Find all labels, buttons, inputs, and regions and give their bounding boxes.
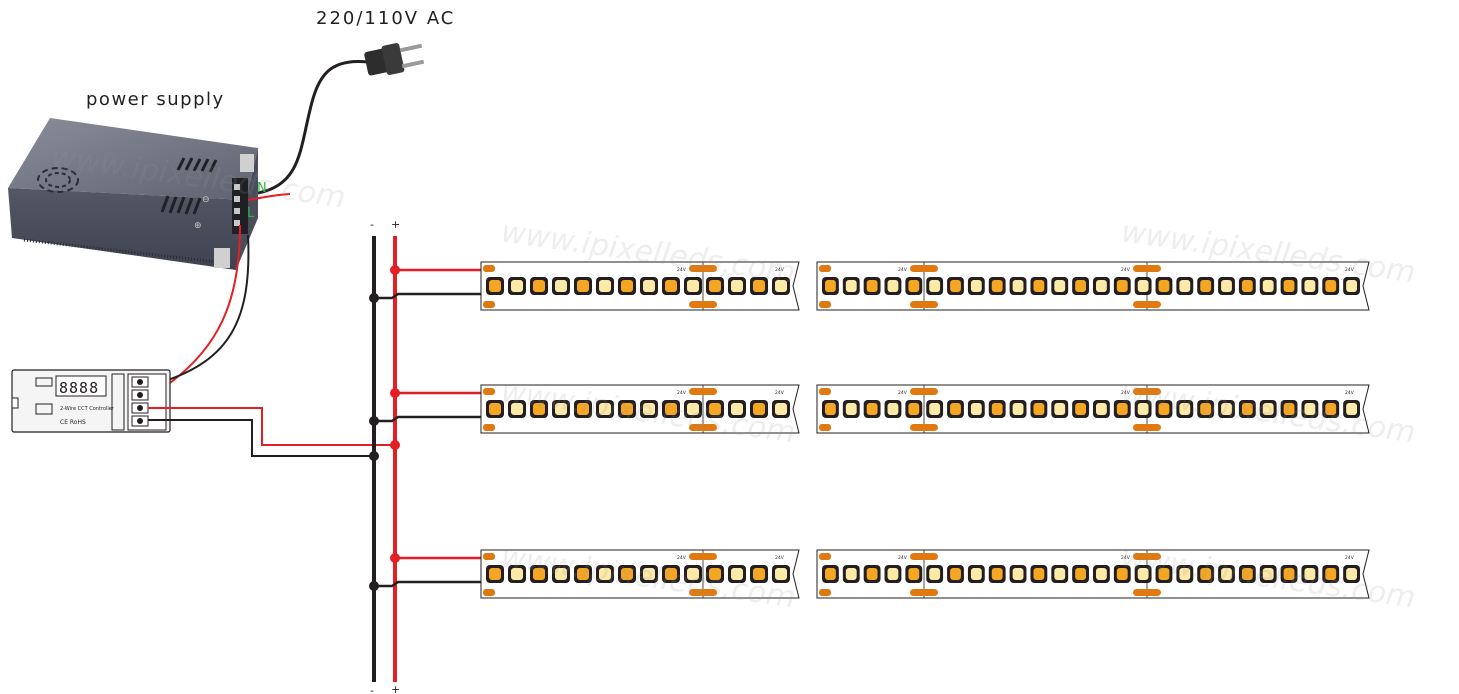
led-strip-segment: 24V 24V 24V — [816, 261, 1370, 311]
svg-text:⊕: ⊕ — [194, 221, 202, 231]
terminal-l-label: L — [247, 206, 255, 221]
strip-negative-feed — [374, 580, 481, 588]
controller-display: 8888 — [59, 379, 99, 397]
solder-pad — [910, 424, 938, 431]
led-strip-segment: 24V 24V — [480, 549, 800, 599]
led-strip-segment: 24V 24V — [480, 384, 800, 434]
bus-minus-bottom: - — [370, 684, 374, 694]
strip-voltage-label: 24V — [677, 267, 687, 273]
solder-pad — [819, 301, 831, 308]
solder-pad — [1133, 388, 1161, 395]
solder-pad — [483, 301, 495, 308]
strip-voltage-label: 24V — [1345, 390, 1355, 396]
strip-voltage-label: 24V — [1121, 267, 1131, 273]
solder-pad — [819, 388, 831, 395]
solder-pad — [1133, 589, 1161, 596]
bus-junction — [369, 293, 379, 303]
strip-voltage-label: 24V — [775, 390, 785, 396]
ac-plug — [257, 43, 425, 195]
solder-pad — [689, 265, 717, 272]
solder-pad — [1133, 553, 1161, 560]
controller-negative-output — [148, 419, 374, 457]
bus-junction — [390, 265, 400, 275]
solder-pad — [483, 388, 495, 395]
strip-negative-feed — [374, 292, 481, 300]
strip-voltage-label: 24V — [775, 555, 785, 561]
solder-pad — [689, 301, 717, 308]
solder-pad — [910, 388, 938, 395]
solder-pad — [689, 553, 717, 560]
svg-text:⊖: ⊖ — [202, 195, 210, 205]
strip-voltage-label: 24V — [1121, 390, 1131, 396]
solder-pad — [483, 553, 495, 560]
strip-voltage-label: 24V — [898, 267, 908, 273]
power-supply: ⊖ ⊕ — [8, 118, 258, 270]
solder-pad — [689, 424, 717, 431]
strip-negative-feed — [374, 415, 481, 423]
solder-pad — [910, 553, 938, 560]
solder-pad — [819, 265, 831, 272]
led-strip-segment: 24V 24V 24V — [816, 549, 1370, 599]
solder-pad — [483, 265, 495, 272]
solder-pad — [689, 388, 717, 395]
bus-junction — [390, 388, 400, 398]
ac-input-label: 220/110V AC — [316, 8, 456, 29]
psu-negative-wire — [161, 234, 250, 383]
strip-voltage-label: 24V — [775, 267, 785, 273]
strip-voltage-label: 24V — [677, 555, 687, 561]
controller-positive-output — [148, 407, 395, 446]
solder-pad — [910, 589, 938, 596]
led-strip-segment: 24V 24V — [480, 261, 800, 311]
terminal-n-label: N — [257, 181, 267, 196]
solder-pad — [483, 424, 495, 431]
cct-controller — [11, 369, 171, 433]
strip-voltage-label: 24V — [898, 390, 908, 396]
solder-pad — [819, 553, 831, 560]
led-strip-segment: 24V 24V 24V — [816, 384, 1370, 434]
bus-plus-top: + — [391, 218, 400, 231]
solder-pad — [483, 589, 495, 596]
solder-pad — [819, 589, 831, 596]
strip-voltage-label: 24V — [677, 390, 687, 396]
solder-pad — [819, 424, 831, 431]
strip-voltage-label: 24V — [1121, 555, 1131, 561]
bus-junction — [369, 581, 379, 591]
bus-plus-bottom: + — [391, 683, 400, 694]
solder-pad — [689, 589, 717, 596]
solder-pad — [910, 265, 938, 272]
power-supply-label: power supply — [86, 89, 225, 110]
strip-voltage-label: 24V — [1345, 267, 1355, 273]
solder-pad — [1133, 301, 1161, 308]
solder-pad — [1133, 265, 1161, 272]
controller-title: 2-Wire CCT Controller — [60, 406, 115, 412]
strip-voltage-label: 24V — [1345, 555, 1355, 561]
solder-pad — [1133, 424, 1161, 431]
solder-pad — [910, 301, 938, 308]
bus-junction — [369, 416, 379, 426]
bus-minus-top: - — [370, 218, 374, 231]
controller-cert-marks: CE RoHS — [60, 419, 86, 426]
bus-junction — [390, 553, 400, 563]
strip-voltage-label: 24V — [898, 555, 908, 561]
